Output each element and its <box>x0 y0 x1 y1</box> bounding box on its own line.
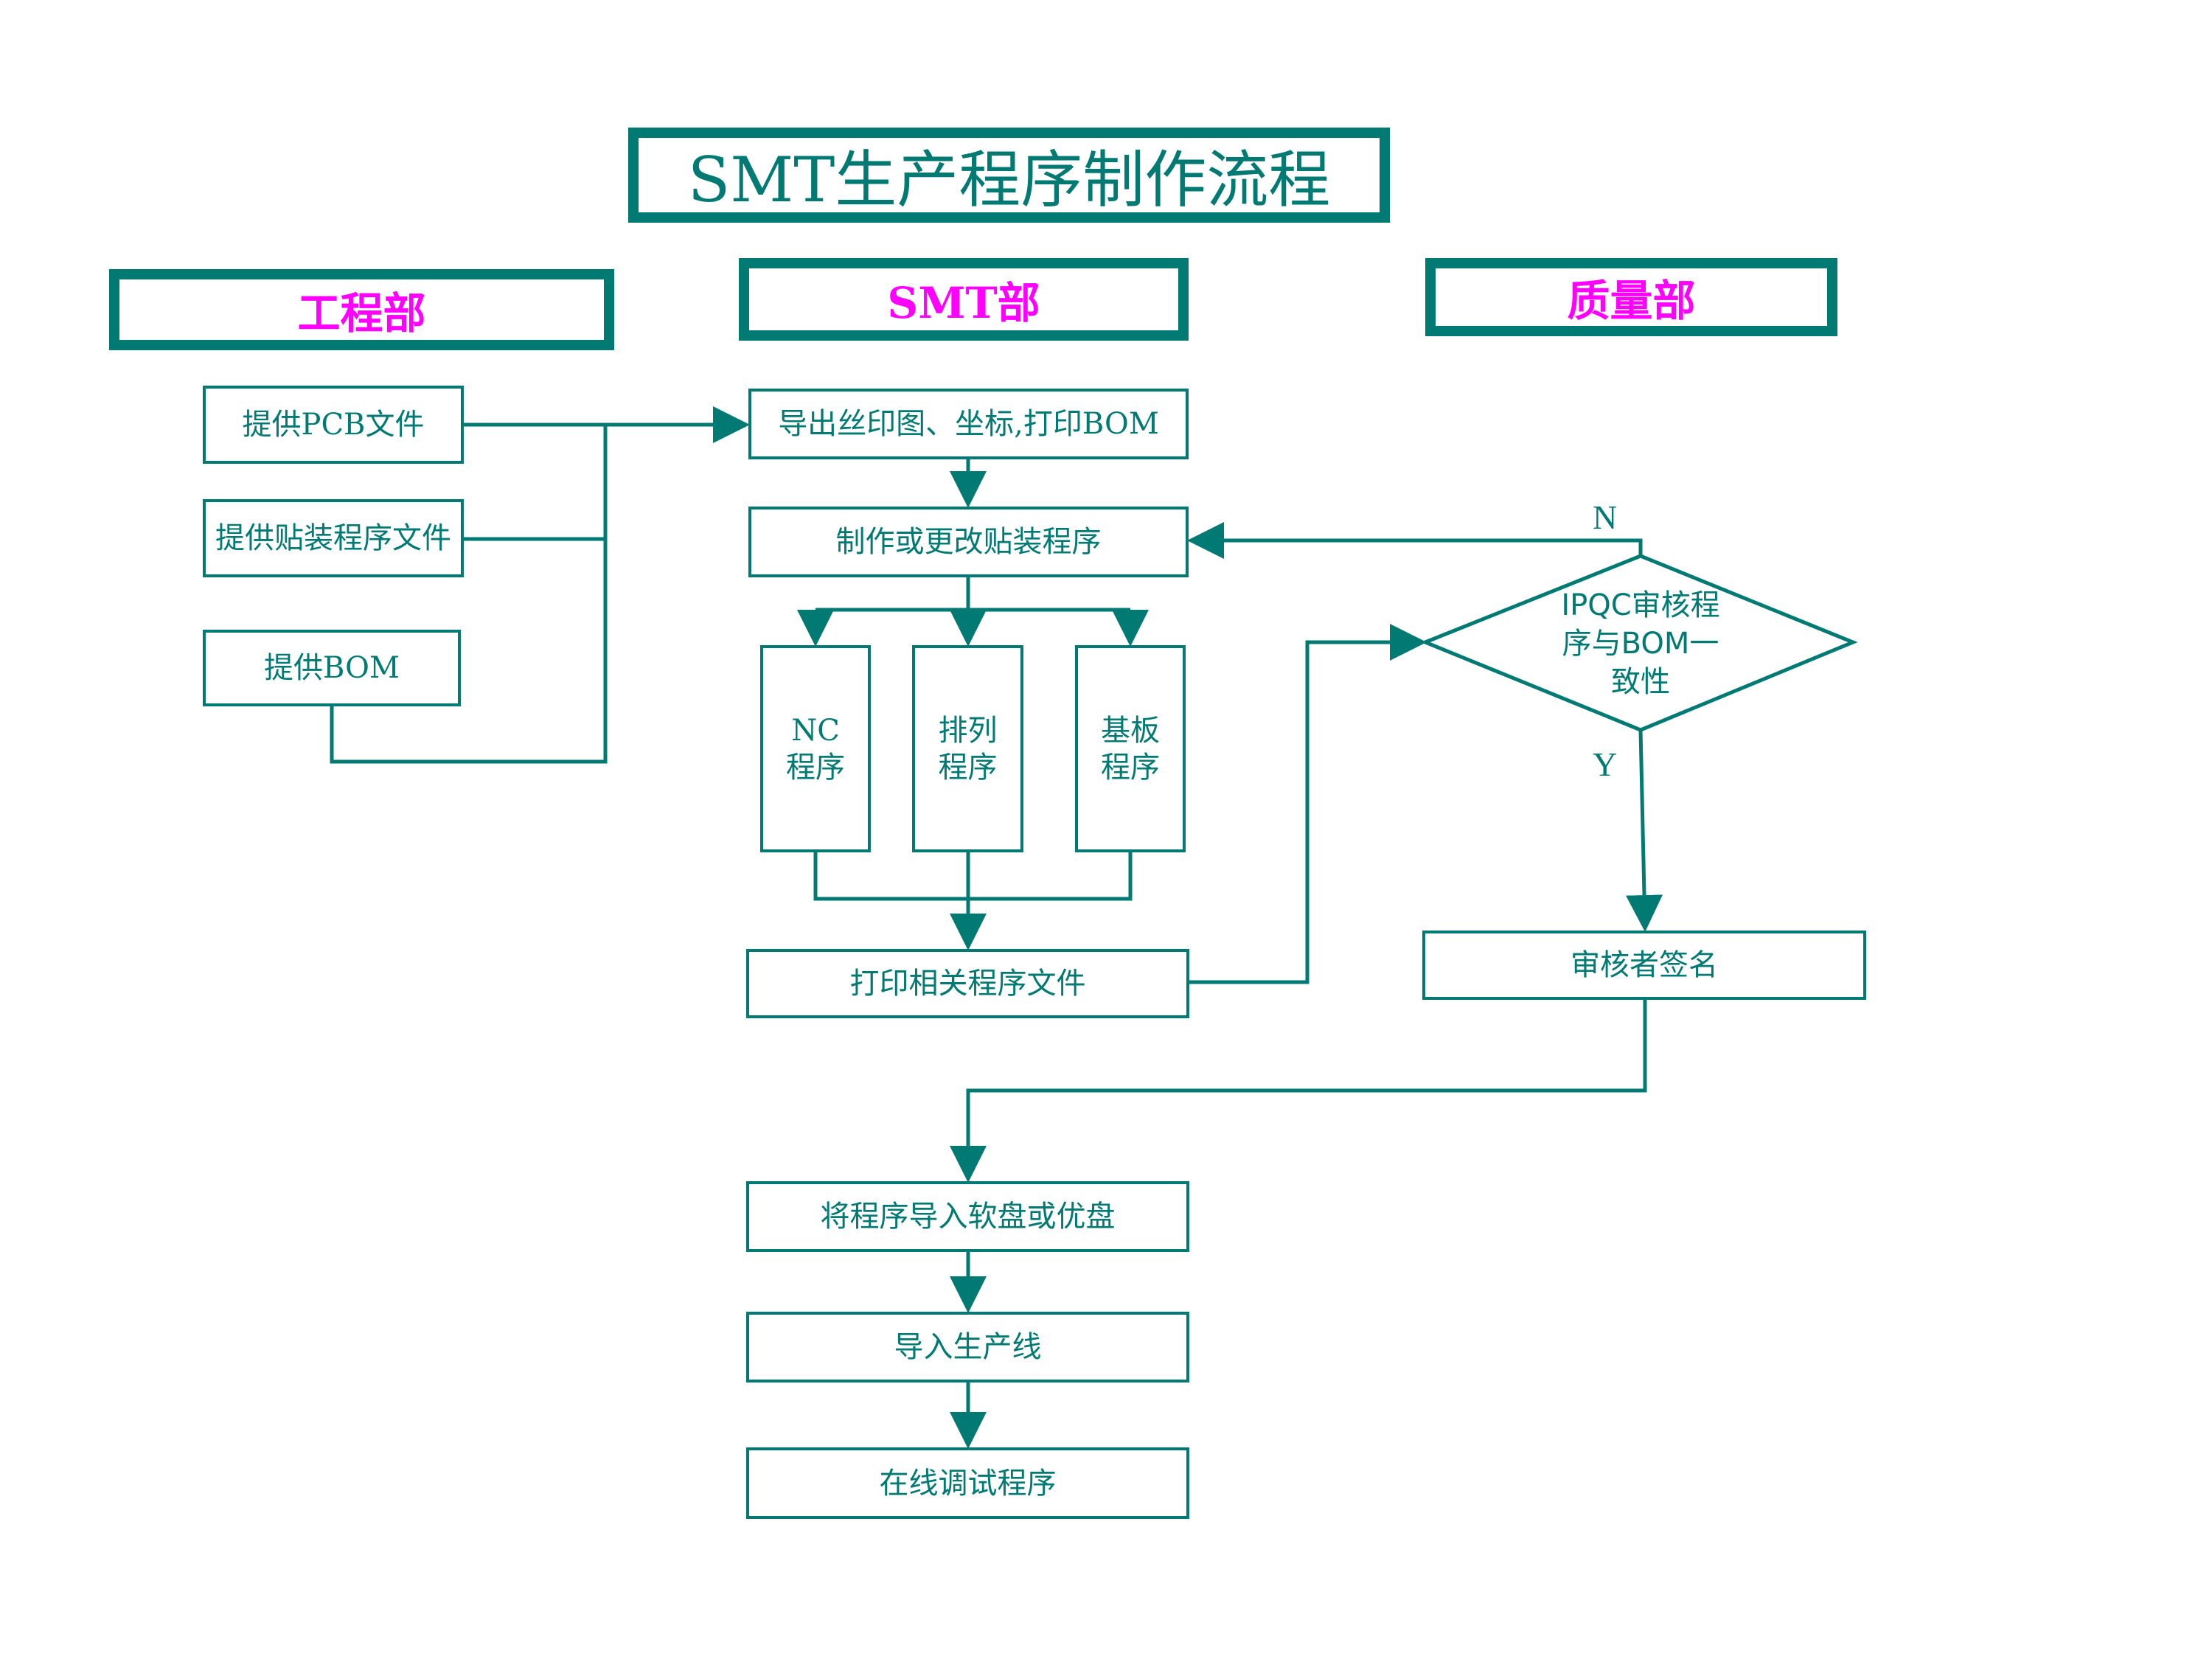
step-label: 基板 程序 <box>1101 713 1160 785</box>
step-reviewer-signature[interactable]: 审核者签名 <box>1422 931 1866 1000</box>
step-make-program[interactable]: 制作或更改贴装程序 <box>748 507 1189 577</box>
step-label: 排列 程序 <box>938 713 998 785</box>
dept-label-quality: 质量部 <box>1567 276 1696 326</box>
connector-merge <box>813 852 1133 901</box>
step-label: 在线调试程序 <box>879 1466 1057 1500</box>
step-import-to-line[interactable]: 导入生产线 <box>746 1312 1189 1382</box>
step-export-silkscreen[interactable]: 导出丝印图、坐标,打印BOM <box>748 389 1189 459</box>
page-title-box: SMT生产程序制作流程 <box>628 128 1390 223</box>
step-import-to-disk[interactable]: 将程序导入软盘或优盘 <box>746 1181 1189 1252</box>
step-label: 审核者签名 <box>1571 948 1718 982</box>
connector-make-branch <box>815 577 1130 612</box>
step-provide-placement-file[interactable]: 提供贴装程序文件 <box>203 499 464 577</box>
step-label: 导出丝印图、坐标,打印BOM <box>778 407 1159 441</box>
arrow-decision-no-to-make <box>1187 522 1643 559</box>
page-title: SMT生产程序制作流程 <box>687 144 1331 216</box>
decision-label: IPQC审核程 序与BOM一 致性 <box>1561 588 1720 699</box>
dept-label-smt: SMT部 <box>887 278 1040 328</box>
decision-no-label: N <box>1593 498 1618 536</box>
step-provide-bom[interactable]: 提供BOM <box>203 630 461 706</box>
step-print-files[interactable]: 打印相关程序文件 <box>746 949 1189 1018</box>
step-label: 提供BOM <box>264 651 400 685</box>
step-label: 将程序导入软盘或优盘 <box>820 1200 1116 1234</box>
arrow-signature-to-disk <box>950 1000 1647 1183</box>
step-nc-program[interactable]: NC 程序 <box>760 645 871 852</box>
step-label: 导入生产线 <box>894 1330 1042 1364</box>
step-provide-pcb[interactable]: 提供PCB文件 <box>203 386 464 464</box>
decision-diamond <box>1420 554 1858 732</box>
arrow-print-to-decision <box>1189 624 1427 984</box>
step-label: 制作或更改贴装程序 <box>835 525 1102 559</box>
step-board-program[interactable]: 基板 程序 <box>1075 645 1186 852</box>
step-arrange-program[interactable]: 排列 程序 <box>912 645 1023 852</box>
decision-yes-label: Y <box>1593 745 1618 783</box>
dept-label-engineering: 工程部 <box>297 288 426 338</box>
arrow-decision-yes-to-signature <box>1626 729 1663 932</box>
step-label: 打印相关程序文件 <box>849 967 1086 1001</box>
dept-header-quality: 质量部 <box>1425 258 1837 336</box>
step-label: 提供PCB文件 <box>242 408 425 442</box>
step-online-debug[interactable]: 在线调试程序 <box>746 1447 1189 1519</box>
step-label: NC 程序 <box>786 713 845 785</box>
dept-header-engineering: 工程部 <box>109 269 614 350</box>
connector-bom-to-junction <box>330 425 608 764</box>
step-label: 提供贴装程序文件 <box>215 521 451 555</box>
dept-header-smt: SMT部 <box>739 258 1189 341</box>
